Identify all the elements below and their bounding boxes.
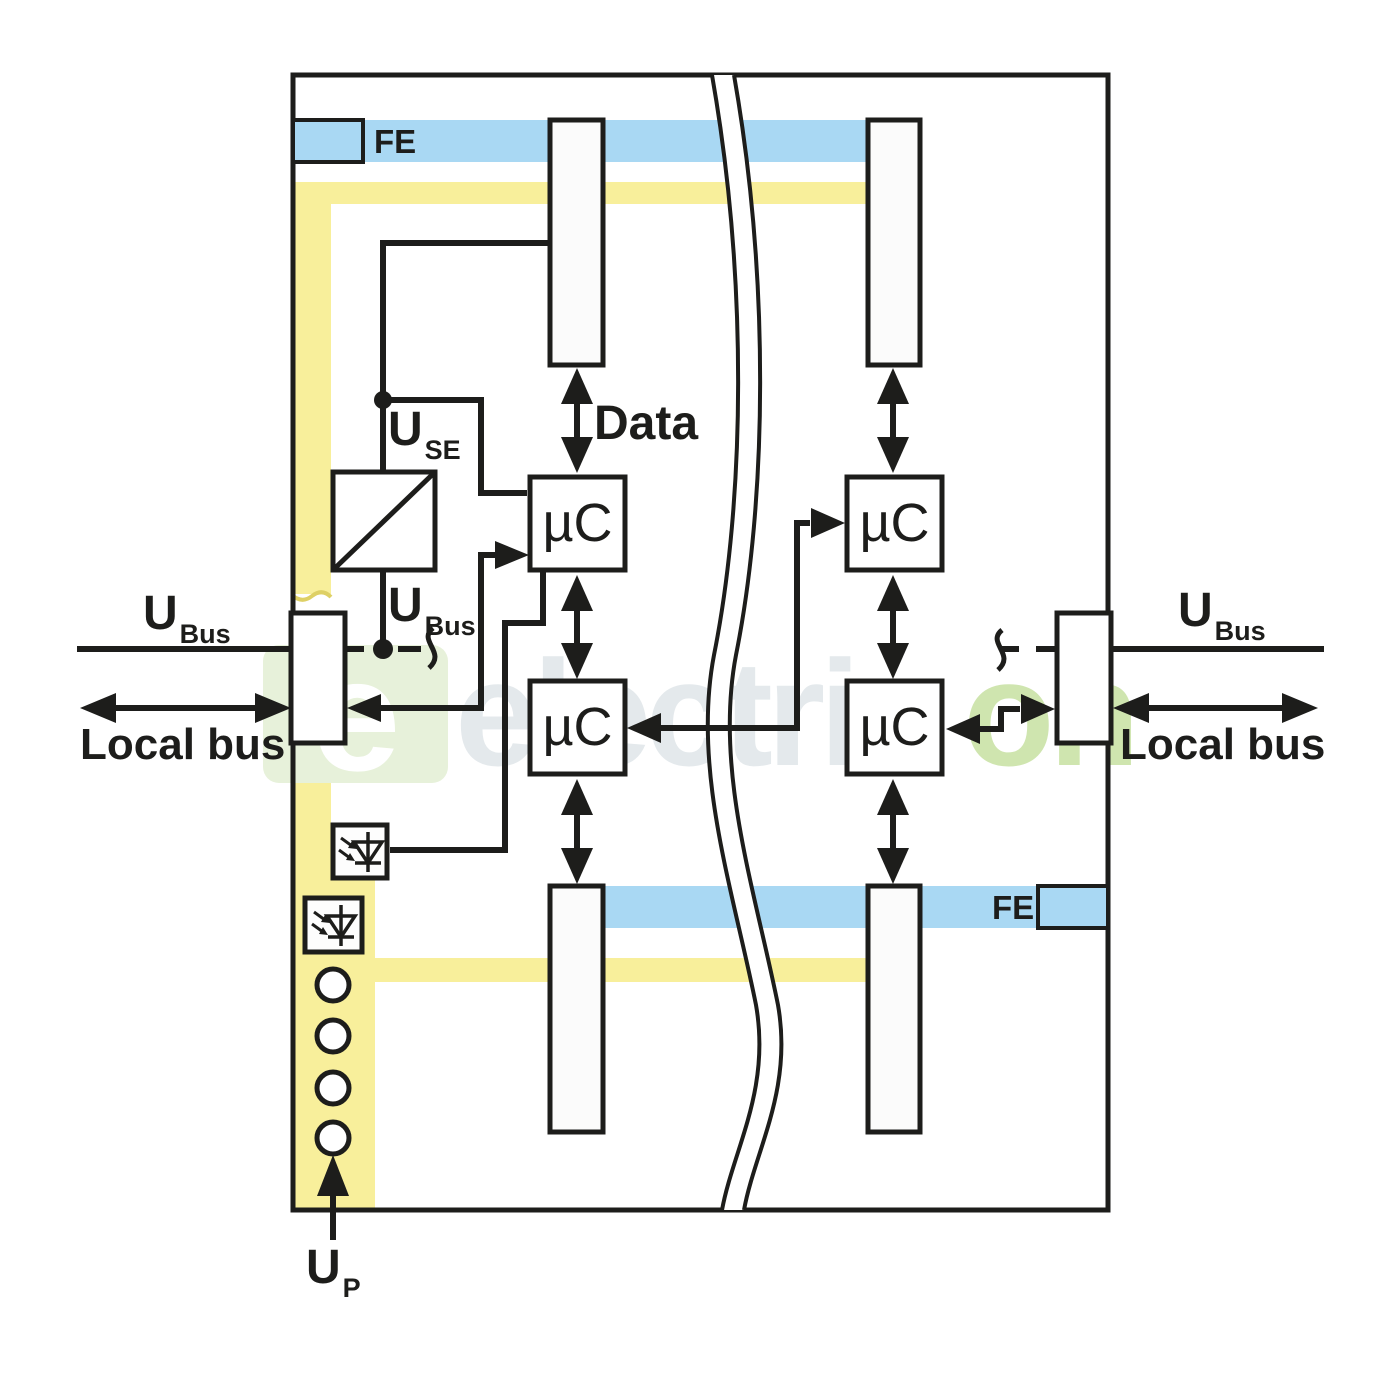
arrowhead-into-uc-right-upper (811, 508, 845, 538)
bus-interface-block-top-left (547, 117, 606, 368)
arrowhead-up-supply (317, 1155, 349, 1196)
fe-terminal-box-top (291, 118, 365, 164)
bus-interface-block-bottom-left (547, 883, 606, 1135)
arrowhead-into-uc-left-upper (495, 541, 529, 569)
dc-converter-icon (330, 469, 438, 573)
use-label-u: U (388, 403, 423, 456)
optocoupler-icon-1 (330, 822, 390, 881)
data-arrow-top-right (877, 368, 909, 473)
data-arrow-top-left (561, 368, 593, 473)
optocoupler-icon-2 (302, 895, 365, 955)
break-band-right-edge (727, 74, 784, 1211)
wire-uc-to-connector-right (978, 706, 1020, 732)
local-bus-label-right: Local bus (1120, 720, 1326, 769)
supply-terminal-circle-4 (314, 1119, 352, 1157)
local-bus-connector-right (1054, 610, 1114, 746)
ubus-break-squiggle-right (994, 628, 1007, 672)
bus-interface-block-top-right (865, 117, 923, 368)
fe-label-top: FE (374, 123, 417, 160)
fe-terminal-box-bottom (1036, 884, 1110, 930)
fe-rail-bottom (550, 886, 1108, 928)
wire-uc-to-optocoupler (390, 570, 546, 853)
junction-dot-ubus (373, 639, 393, 659)
ubus-left-u: U (143, 587, 178, 640)
up-label-sub: P (342, 1273, 361, 1303)
ubus-label-right: UBus (1178, 583, 1266, 646)
fe-label-bottom: FE (992, 889, 1035, 926)
local-bus-connector-left (288, 610, 348, 746)
arrowhead-into-connector-right (1021, 694, 1055, 724)
uc-businterface-arrow-bottom-right (877, 779, 909, 884)
uc-box-right-lower (844, 678, 945, 777)
bus-interface-block-bottom-right (865, 883, 923, 1135)
up-label: UP (306, 1240, 361, 1303)
junction-dot-use (374, 391, 392, 409)
up-label-u: U (306, 1241, 341, 1294)
use-label: USE (388, 402, 461, 465)
local-bus-arrow-left (80, 693, 291, 723)
wire-cross-module (659, 520, 810, 731)
power-rail-break-edge-top (290, 590, 333, 602)
power-rail-bottom (375, 958, 867, 982)
break-band-left-edge (705, 74, 762, 1211)
data-label: Data (594, 397, 699, 450)
ubus-center-sub: Bus (424, 611, 476, 641)
uc-box-right-upper (844, 474, 945, 573)
uc-label-right-lower: µC (859, 697, 930, 757)
arrowhead-into-uc-left-lower (627, 713, 661, 743)
supply-terminal-circle-1 (314, 966, 352, 1004)
uc-label-left-upper: µC (542, 493, 613, 553)
arrowhead-into-uc-right-lower (946, 714, 980, 744)
module-break-band-icon (705, 74, 784, 1211)
local-bus-label-left: Local bus (80, 720, 286, 769)
supply-terminal-circle-3 (314, 1069, 352, 1107)
uc-businterface-arrow-bottom-left (561, 779, 593, 884)
power-rail-left-upper (293, 182, 331, 594)
ubus-break-squiggle-left (425, 626, 438, 670)
ubus-label-center: UBus (388, 578, 476, 641)
use-label-sub: SE (424, 435, 461, 465)
uc-uc-arrow-right (877, 575, 909, 679)
uc-box-left-upper (527, 474, 628, 573)
uc-box-left-lower (527, 678, 628, 777)
ubus-center-u: U (388, 579, 423, 632)
ubus-right-u: U (1178, 584, 1213, 637)
local-bus-arrow-right (1113, 693, 1318, 723)
uc-label-left-lower: µC (542, 697, 613, 757)
supply-terminal-circle-2 (314, 1017, 352, 1055)
wire-use-to-uc (383, 397, 527, 496)
ubus-right-sub: Bus (1214, 616, 1266, 646)
ubus-left-sub: Bus (179, 619, 231, 649)
arrowhead-into-connector-left (347, 694, 381, 722)
uc-uc-arrow-left (561, 575, 593, 679)
ubus-label-left: UBus (143, 586, 231, 649)
arrowheads (80, 368, 1318, 1196)
uc-label-right-upper: µC (859, 493, 930, 553)
